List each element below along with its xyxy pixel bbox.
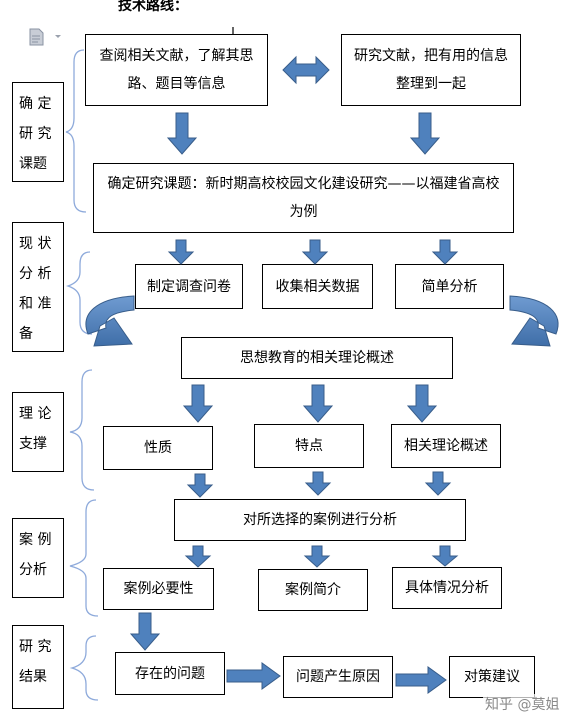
watermark: 知乎 @莫姐 xyxy=(483,694,562,714)
node-nature: 性质 xyxy=(103,426,213,470)
page-title: 技术路线： xyxy=(118,0,188,14)
stage-research-results: 研 究 结果 xyxy=(12,625,64,709)
stage-case-analysis: 案 例 分析 xyxy=(12,518,64,598)
arrow-right-icon xyxy=(395,666,447,694)
arrow-down-icon xyxy=(431,545,459,567)
arrow-down-icon xyxy=(406,384,438,423)
node-case-analysis: 对所选择的案例进行分析 xyxy=(174,499,466,541)
brace-stage-4 xyxy=(69,499,99,617)
arrow-down-icon xyxy=(304,471,332,496)
node-review-literature: 查阅相关文献，了解其思路、题目等信息 xyxy=(85,34,268,106)
arrow-right-icon xyxy=(226,662,281,690)
node-theory-overview: 相关理论概述 xyxy=(391,424,501,468)
node-case-intro: 案例简介 xyxy=(258,569,368,611)
arrow-down-icon xyxy=(424,471,452,496)
curved-arrow-left-icon xyxy=(85,295,135,347)
brace-stage-5 xyxy=(69,635,99,701)
node-features: 特点 xyxy=(254,424,364,468)
arrow-down-icon xyxy=(184,545,212,568)
node-case-necessity: 案例必要性 xyxy=(103,568,214,610)
arrow-down-icon xyxy=(431,239,459,265)
node-existing-problems: 存在的问题 xyxy=(115,652,225,695)
double-arrow-icon xyxy=(282,55,330,85)
arrow-down-icon xyxy=(166,112,198,155)
node-ideology-theory: 思想教育的相关理论概述 xyxy=(181,337,453,379)
arrow-down-icon xyxy=(303,545,331,568)
arrow-down-icon xyxy=(302,384,334,423)
arrow-down-icon xyxy=(301,239,329,265)
brace-stage-2 xyxy=(65,251,93,335)
stage-determine-topic: 确 定 研 究 课题 xyxy=(12,82,64,182)
arrow-down-icon xyxy=(182,384,214,423)
node-study-literature: 研究文献，把有用的信息整理到一起 xyxy=(341,34,521,106)
curved-arrow-right-icon xyxy=(509,295,559,347)
stage-theory-support: 理 论 支撑 xyxy=(12,392,64,472)
stage-status-analysis: 现 状 分 析 和 准 备 xyxy=(12,222,64,352)
node-questionnaire: 制定调查问卷 xyxy=(135,264,243,309)
brace-stage-1 xyxy=(65,49,87,213)
node-problem-causes: 问题产生原因 xyxy=(283,656,393,698)
node-simple-analysis: 简单分析 xyxy=(395,264,504,309)
node-specific-analysis: 具体情况分析 xyxy=(392,567,502,609)
arrow-down-icon xyxy=(167,239,195,265)
arrow-down-icon xyxy=(409,112,441,155)
node-research-topic: 确定研究课题：新时期高校校园文化建设研究——以福建省高校为例 xyxy=(93,163,514,233)
document-icon xyxy=(28,28,64,50)
arrow-down-icon xyxy=(129,612,161,651)
arrow-down-icon xyxy=(186,473,214,498)
node-collect-data: 收集相关数据 xyxy=(262,264,373,309)
brace-stage-3 xyxy=(69,369,95,491)
